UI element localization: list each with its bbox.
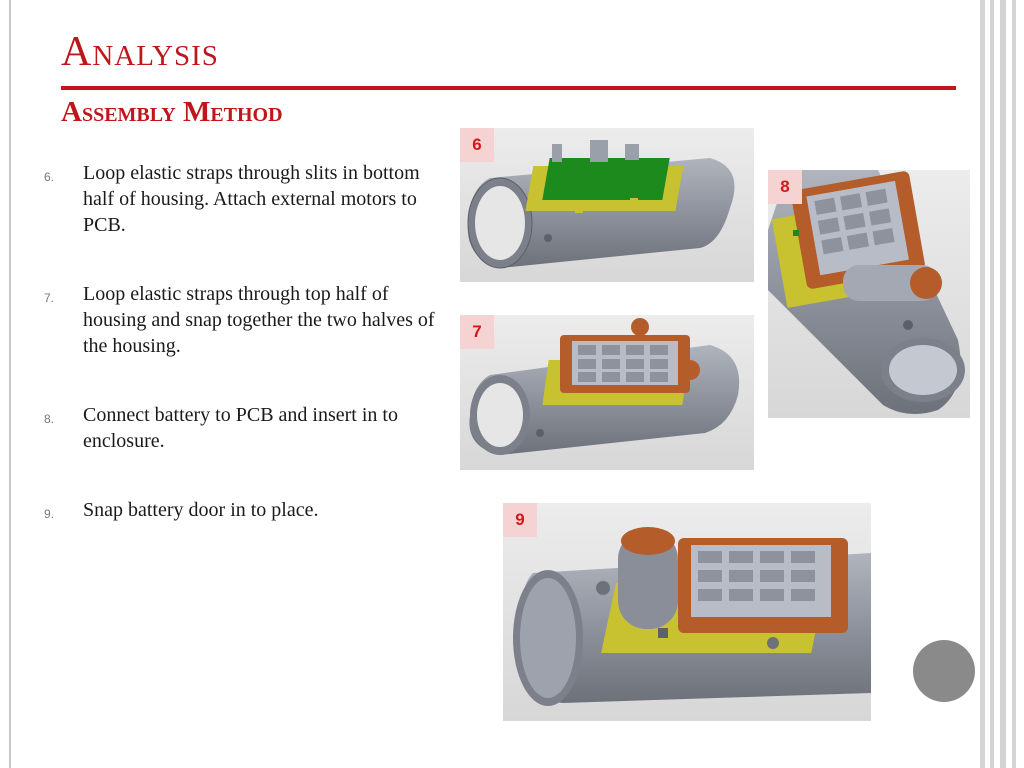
assembly-figure-7 [460,315,754,470]
right-border-rails [976,0,1024,768]
step-item: 7. Loop elastic straps through top half … [44,281,444,359]
figure-label-9: 9 [503,503,537,537]
slide-subtitle: Assembly Method [61,96,283,128]
step-text: Loop elastic straps through slits in bot… [83,162,420,236]
decorative-circle [913,640,975,702]
title-underline [61,86,956,90]
step-text: Snap battery door in to place. [83,499,319,521]
step-item: 8. Connect battery to PCB and insert in … [44,402,444,454]
step-text: Loop elastic straps through top half of … [83,283,435,357]
step-number: 8. [44,412,55,426]
step-number: 7. [44,291,55,305]
step-number: 9. [44,507,55,521]
assembly-figure-9 [503,503,871,721]
figure-label-8: 8 [768,170,802,204]
assembly-figure-6 [460,128,754,282]
figure-label-7: 7 [460,315,494,349]
slide-title: Analysis [61,29,219,75]
step-item: 9. Snap battery door in to place. [44,497,444,523]
assembly-steps-list: 6. Loop elastic straps through slits in … [44,160,444,523]
left-border-rule [9,0,11,768]
step-item: 6. Loop elastic straps through slits in … [44,160,444,238]
step-number: 6. [44,170,55,184]
figure-label-6: 6 [460,128,494,162]
step-text: Connect battery to PCB and insert in to … [83,404,398,452]
assembly-figure-8 [768,170,970,418]
